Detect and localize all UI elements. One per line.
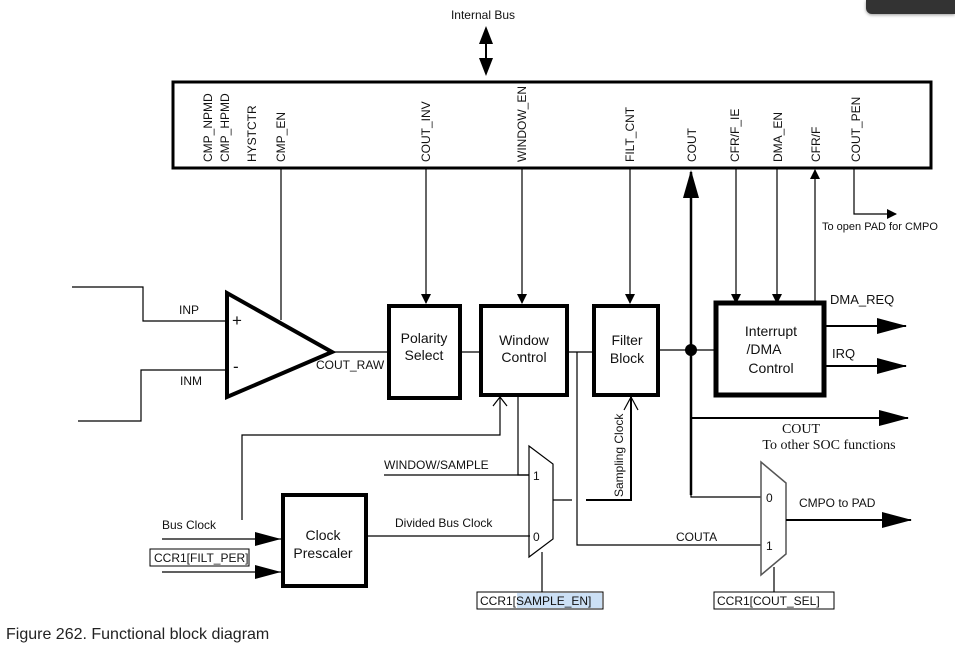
cout-raw-label: COUT_RAW (316, 358, 385, 372)
window-line1: Window (499, 332, 550, 348)
figure-caption: Figure 262. Functional block diagram (6, 626, 270, 643)
register-field-cmp-en: CMP_EN (274, 112, 288, 162)
plus-sign: + (232, 311, 242, 330)
cout-sel-label: CCR1[COUT_SEL] (717, 594, 820, 608)
sampling-clock-arrow-icon (623, 395, 639, 411)
register-field-hystctr: HYSTCTR (245, 105, 259, 162)
cout-up-arrow-icon (683, 170, 699, 198)
irq-label: IRQ (832, 346, 855, 361)
inm-label: INM (180, 374, 202, 388)
filt-per-register-box (149, 548, 250, 567)
filter-block (592, 304, 660, 397)
cout-pen-line (853, 168, 897, 219)
register-field-dma-en: DMA_EN (771, 112, 785, 162)
polarity-line2: Select (405, 347, 444, 363)
inp-line (72, 286, 227, 322)
sample-mux-in0: 0 (533, 530, 540, 544)
sampling-clock-line (586, 397, 632, 501)
window-control-block (479, 304, 569, 397)
window-corner-overlay (866, 0, 955, 14)
filt-per-arrow-icon (255, 565, 281, 579)
filter-line1: Filter (611, 332, 642, 348)
interrupt-dma-control-block (713, 300, 827, 398)
bus-clock-to-window-line (241, 397, 501, 520)
cout-sel-register-box (713, 591, 835, 610)
sample-en-highlight (517, 593, 602, 608)
bus-clock-arrow-icon (255, 532, 281, 546)
junction-dot (685, 344, 697, 356)
register-field-cfr-f: CFR/F (809, 127, 823, 162)
inp-label: INP (179, 303, 199, 317)
internal-bus-arrow (479, 26, 493, 76)
sample-mux (528, 444, 554, 559)
polarity-select-block (387, 304, 462, 400)
interrupt-line2: /DMA (747, 341, 783, 357)
sample-en-label: CCR1[SAMPLE_EN] (480, 594, 591, 608)
cout-soc-sublabel: To other SOC functions (762, 438, 895, 453)
prescaler-line2: Prescaler (293, 545, 352, 561)
couta-label: COUTA (676, 530, 717, 544)
window-line2: Control (501, 349, 546, 365)
comparator (225, 289, 337, 401)
sample-mux-in1: 1 (533, 469, 540, 483)
register-bank (171, 80, 933, 170)
dma-req-label: DMA_REQ (830, 292, 894, 307)
register-field-filt-cnt: FILT_CNT (623, 106, 637, 162)
sampling-clock-label: Sampling Clock (612, 413, 626, 497)
bus-clock-label: Bus Clock (162, 518, 217, 532)
minus-sign: - (233, 357, 239, 376)
register-field-cmp-hpmd: CMP_HPMD (218, 93, 232, 162)
filter-line2: Block (610, 350, 645, 366)
divided-bus-clock-label: Divided Bus Clock (395, 516, 493, 530)
output-mux (760, 460, 787, 577)
window-sample-label: WINDOW/SAMPLE (384, 458, 489, 472)
output-mux-in1: 1 (766, 539, 773, 553)
register-field-cmp-npmd: CMP_NPMD (201, 93, 215, 162)
register-field-cout: COUT (685, 127, 699, 162)
to-open-pad-label: To open PAD for CMPO (822, 221, 938, 233)
prescaler-line1: Clock (305, 527, 341, 543)
interrupt-line3: Control (748, 360, 793, 376)
cmpo-to-pad-label: CMPO to PAD (799, 496, 876, 510)
polarity-line1: Polarity (401, 330, 448, 346)
register-field-cout-inv: COUT_INV (419, 101, 433, 162)
internal-bus-label: Internal Bus (451, 8, 515, 22)
couta-line (576, 352, 762, 546)
register-field-cout-pen: COUT_PEN (849, 97, 863, 162)
clock-prescaler-block (281, 493, 368, 588)
register-field-window-en: WINDOW_EN (515, 86, 529, 162)
filt-per-label: CCR1[FILT_PER] (154, 551, 248, 565)
window-clock-arrow-icon (492, 396, 508, 407)
register-field-cfr-f-ie: CFR/F_IE (728, 109, 742, 162)
output-mux-in0: 0 (766, 491, 773, 505)
inm-line (78, 369, 227, 422)
cout-soc-label: COUT (782, 422, 821, 437)
interrupt-line1: Interrupt (745, 323, 797, 339)
